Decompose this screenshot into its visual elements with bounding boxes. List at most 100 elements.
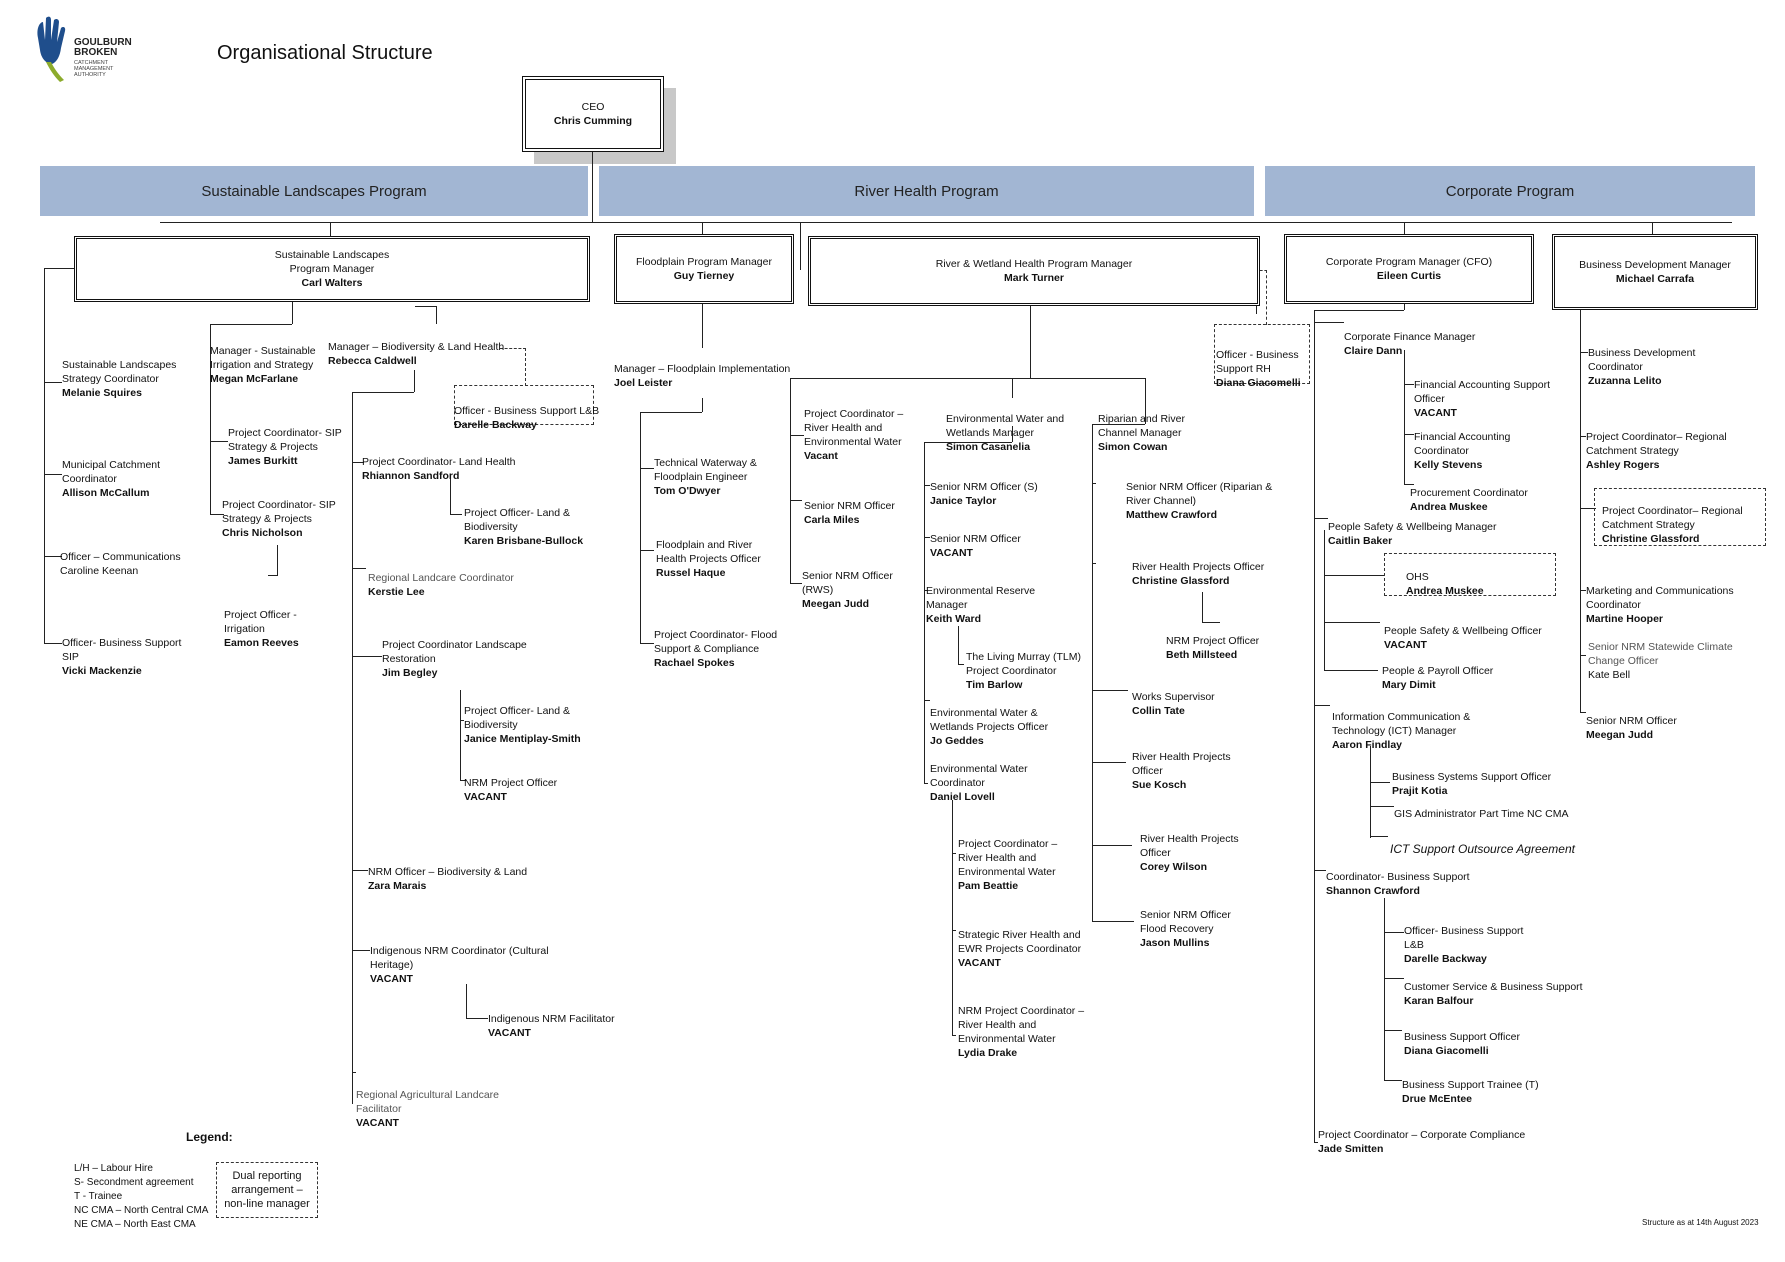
- role-title: Information Communication & Technology (…: [1332, 711, 1471, 737]
- role-title: Strategic River Health and EWR Projects …: [958, 929, 1082, 955]
- role-name: Zara Marais: [368, 880, 427, 892]
- role-name: Karan Balfour: [1404, 995, 1474, 1007]
- role-name: Corey Wilson: [1140, 861, 1207, 873]
- role-card: Floodplain and River Health Projects Off…: [656, 524, 761, 594]
- legend-dual-text: Dual reporting arrangement – non-line ma…: [224, 1170, 310, 1210]
- role-card: Indigenous NRM Coordinator (Cultural Her…: [370, 930, 549, 1000]
- band-corporate: Corporate Program: [1265, 166, 1755, 216]
- connector: [1324, 575, 1384, 576]
- role-name: Russel Haque: [656, 567, 726, 579]
- role-name: Darelle Backway: [1404, 953, 1487, 965]
- role-name: Darelle Backway: [454, 419, 537, 431]
- connector: [924, 442, 925, 784]
- connector: [1580, 352, 1588, 353]
- connector: [1384, 1030, 1402, 1031]
- connector: [44, 556, 62, 557]
- connector: [702, 398, 703, 412]
- connector: [352, 392, 353, 1104]
- role-card: Project Coordinator- SIP Strategy & Proj…: [222, 484, 336, 554]
- legend-item: NE CMA – North East CMA: [74, 1219, 196, 1230]
- connector: [924, 485, 930, 486]
- connector: [44, 382, 62, 383]
- role-title: Indigenous NRM Facilitator: [488, 1013, 615, 1025]
- role-name: Andrea Muskee: [1410, 501, 1488, 513]
- role-title: Senior NRM Officer (S): [930, 481, 1038, 493]
- connector: [1404, 384, 1414, 385]
- role-card: Project Coordinator- Flood Support & Com…: [654, 614, 777, 684]
- role-name: Kate Bell: [1588, 669, 1631, 681]
- connector: [450, 478, 451, 514]
- connector: [1404, 484, 1414, 485]
- connector: [1092, 424, 1145, 425]
- connector: [790, 500, 802, 501]
- role-name: Andrea Muskee: [1406, 585, 1484, 597]
- connector: [210, 441, 228, 442]
- connector: [352, 462, 364, 463]
- manager-name: Guy Tierney: [673, 270, 735, 282]
- role-name: Simon Cowan: [1098, 441, 1168, 453]
- connector: [1314, 322, 1344, 323]
- role-card: Senior NRM Statewide Climate Change Offi…: [1588, 626, 1733, 696]
- manager-title: Corporate Program Manager (CFO): [1325, 256, 1493, 268]
- role-card: NRM Project Coordinator – River Health a…: [958, 990, 1084, 1074]
- connector: [1384, 898, 1385, 1080]
- connector: [330, 222, 331, 236]
- footer-date: Structure as at 14th August 2023: [1642, 1218, 1759, 1227]
- role-title: Senior NRM Officer (Riparian & River Cha…: [1126, 481, 1273, 507]
- connector: [952, 930, 956, 931]
- role-name: VACANT: [1384, 639, 1427, 651]
- connector: [268, 575, 278, 576]
- role-name: Meegan Judd: [802, 598, 870, 610]
- legend-item: S- Secondment agreement: [74, 1177, 194, 1188]
- connector: [44, 474, 62, 475]
- role-title: Manager – Floodplain Implementation: [614, 363, 791, 375]
- role-name: Allison McCallum: [62, 487, 150, 499]
- role-name: Keith Ward: [926, 613, 982, 625]
- connector: [1652, 222, 1653, 236]
- connector: [958, 664, 964, 665]
- connector: [1580, 655, 1586, 656]
- connector: [1012, 426, 1013, 442]
- connector: [44, 268, 74, 269]
- connector: [1580, 436, 1586, 437]
- connector: [44, 268, 45, 644]
- role-title: Sustainable Landscapes Strategy Coordina…: [62, 359, 177, 385]
- connector: [1314, 310, 1315, 1142]
- connector: [450, 514, 462, 515]
- hand-logo-icon: [37, 16, 66, 82]
- role-card: Sustainable Landscapes Strategy Coordina…: [62, 344, 176, 414]
- role-title: Senior NRM Officer: [930, 533, 1021, 545]
- ceo-title: CEO: [581, 101, 605, 113]
- connector: [640, 643, 654, 644]
- manager-title: Floodplain Program Manager: [636, 256, 772, 268]
- role-name: Aaron Findlay: [1332, 739, 1403, 751]
- role-title: Financial Accounting Support Officer: [1414, 379, 1551, 405]
- role-title: River Health Projects Officer: [1140, 833, 1239, 859]
- role-card: Project Coordinator – River Health and E…: [958, 823, 1057, 907]
- role-title: Business Systems Support Officer: [1392, 771, 1552, 783]
- role-title: People Safety & Wellbeing Officer: [1384, 625, 1542, 637]
- role-name: Matthew Crawford: [1126, 509, 1218, 521]
- connector: [790, 378, 791, 584]
- manager-box-slpm: Sustainable Landscapes Program Manager C…: [74, 236, 590, 302]
- connector: [1012, 378, 1013, 398]
- role-title: Project Coordinator Landscape Restoratio…: [382, 639, 527, 665]
- connector: [352, 656, 382, 657]
- role-title: River Health Projects Officer: [1132, 561, 1265, 573]
- logo: GOULBURN BROKEN CATCHMENT MANAGEMENT AUT…: [32, 16, 142, 86]
- connector: [352, 950, 370, 951]
- role-title: River Health Projects Officer: [1132, 751, 1231, 777]
- connector: [1324, 670, 1378, 671]
- connector: [466, 1018, 488, 1019]
